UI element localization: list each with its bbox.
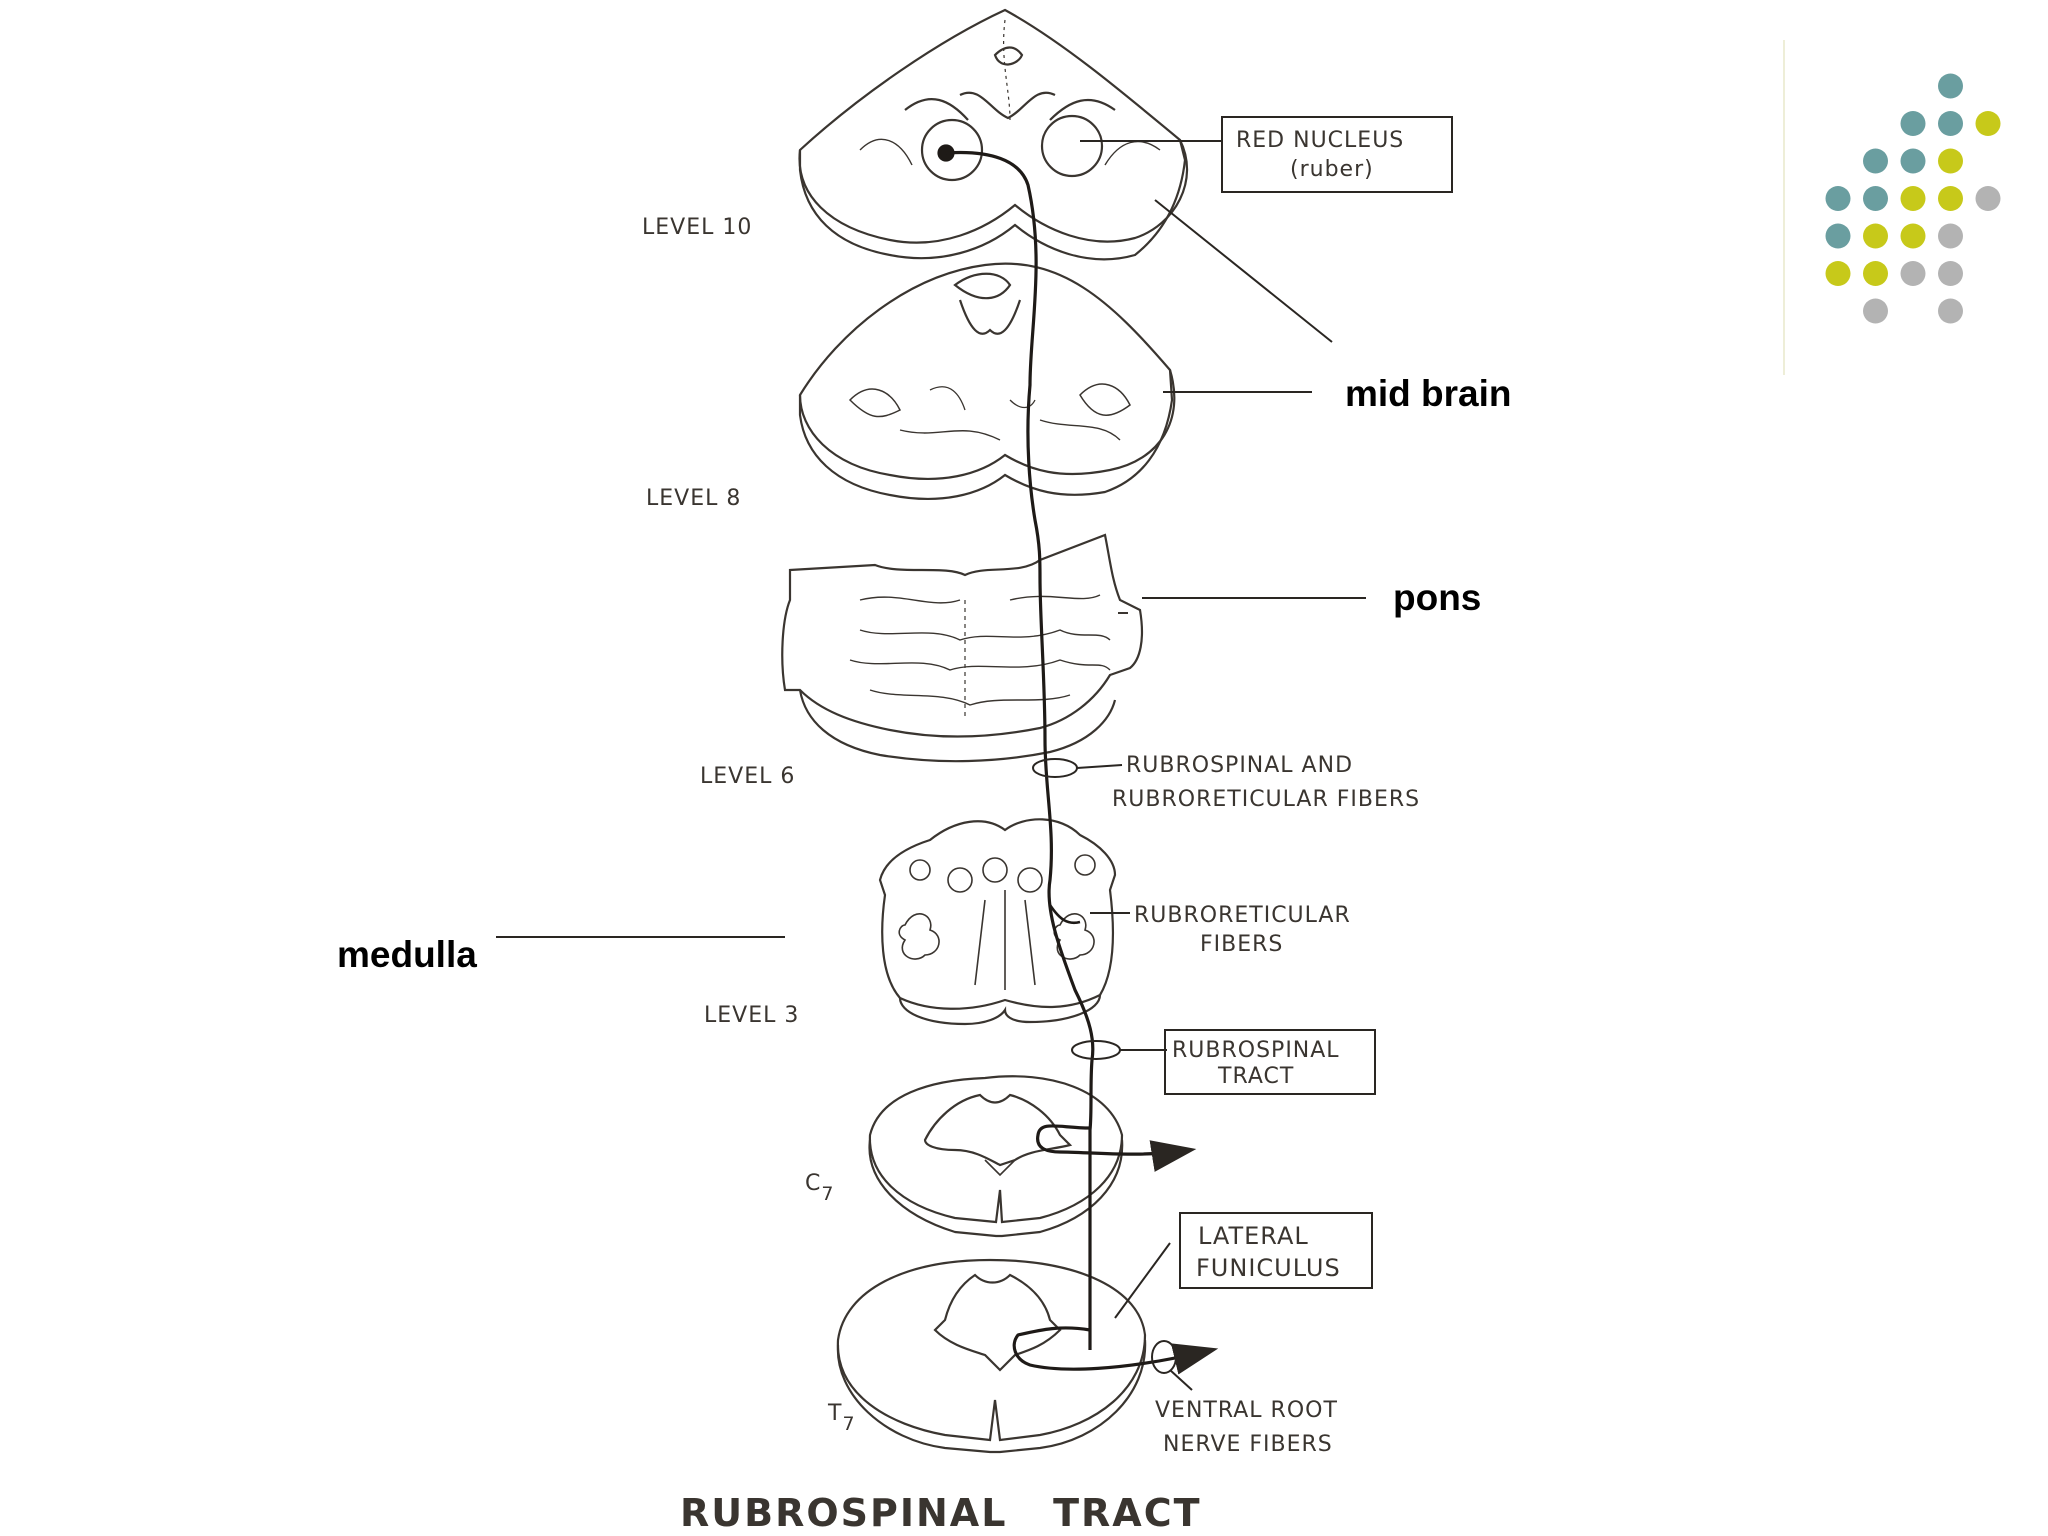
red-nucleus-sublabel: (ruber)	[1290, 157, 1374, 182]
lateral-funiculus-label-2: FUNICULUS	[1196, 1254, 1341, 1282]
level-6-label: LEVEL 6	[700, 764, 795, 789]
decorative-dot	[1938, 186, 1963, 211]
decorative-dot	[1938, 111, 1963, 136]
decorative-dot	[1938, 261, 1963, 286]
fiber-crossing-marker-upper	[1032, 758, 1078, 778]
medulla-label: medulla	[337, 934, 477, 975]
section-t7-thoracic-cord	[836, 1258, 1147, 1454]
decorative-dot	[1825, 186, 1851, 211]
decorative-dot	[1825, 223, 1851, 249]
rubroreticular-label-1: RUBRORETICULAR	[1134, 903, 1351, 928]
rubrospinal-tract-label-1: RUBROSPINAL	[1172, 1038, 1340, 1063]
decorative-dot	[1863, 298, 1888, 324]
decorative-dot	[1900, 223, 1926, 249]
rubroreticular-label-2: FIBERS	[1200, 932, 1283, 957]
figure-labels: LEVEL 10 LEVEL 8 LEVEL 6 LEVEL 3 C7 T7 R…	[642, 128, 1420, 1535]
section-level-10-midbrain	[798, 8, 1189, 261]
red-nucleus-label: RED NUCLEUS	[1236, 128, 1404, 153]
section-c7-cervical-cord	[868, 1075, 1124, 1238]
decorative-dot	[1900, 186, 1926, 211]
ventral-root-label-1: VENTRAL ROOT	[1155, 1398, 1338, 1423]
pons-label: pons	[1393, 577, 1482, 618]
decorative-dot	[1825, 261, 1851, 286]
decorative-dot	[1975, 111, 2001, 136]
level-10-label: LEVEL 10	[642, 215, 752, 240]
fiber-crossing-marker-lower	[1071, 1040, 1121, 1060]
section-level-8	[798, 262, 1176, 501]
tract-fiber-line	[945, 150, 1095, 1350]
decorative-dot	[1938, 73, 1963, 99]
decorative-dot	[1938, 298, 1963, 324]
decorative-dot	[1863, 261, 1888, 286]
rubrospinal-pathway	[937, 144, 1219, 1375]
ventral-root-marker	[1151, 1340, 1177, 1374]
lateral-funiculus-box	[1179, 1212, 1373, 1289]
rubrospinal-fibers-label-1: RUBROSPINAL AND	[1126, 753, 1353, 778]
ventral-root-label-2: NERVE FIBERS	[1163, 1432, 1333, 1457]
decorative-dot	[1863, 223, 1888, 249]
medulla-collateral	[1048, 904, 1081, 925]
t7-collateral	[1012, 1326, 1219, 1375]
c7-collateral	[1036, 1124, 1197, 1172]
decorative-dot	[1900, 111, 1926, 136]
t7-label: T7	[827, 1401, 856, 1435]
rubrospinal-tract-box	[1164, 1029, 1376, 1095]
level-3-label: LEVEL 3	[704, 1003, 799, 1028]
callout-lines	[496, 116, 1453, 1391]
section-level-6-pons	[781, 533, 1144, 763]
c7-label: C7	[805, 1171, 834, 1205]
decorative-dot	[1900, 261, 1926, 286]
decorative-dot	[1900, 148, 1926, 174]
decorative-dot	[1938, 223, 1963, 249]
red-nucleus-box	[1221, 116, 1453, 193]
figure-title: RUBROSPINAL TRACT	[680, 1491, 1202, 1535]
lateral-funiculus-label-1: LATERAL	[1198, 1222, 1309, 1250]
rubrospinal-tract-label-2: TRACT	[1217, 1064, 1294, 1089]
decorative-dot	[1863, 148, 1888, 174]
decorative-dot	[1938, 148, 1963, 174]
decorative-dot	[1975, 186, 2001, 211]
decorative-dot-cluster	[1783, 40, 2001, 375]
mid-brain-label: mid brain	[1345, 373, 1512, 414]
rubrospinal-fibers-label-2: RUBRORETICULAR FIBERS	[1112, 787, 1420, 812]
decorative-dot	[1863, 186, 1888, 211]
section-level-3-medulla	[878, 818, 1117, 1026]
level-8-label: LEVEL 8	[646, 486, 741, 511]
